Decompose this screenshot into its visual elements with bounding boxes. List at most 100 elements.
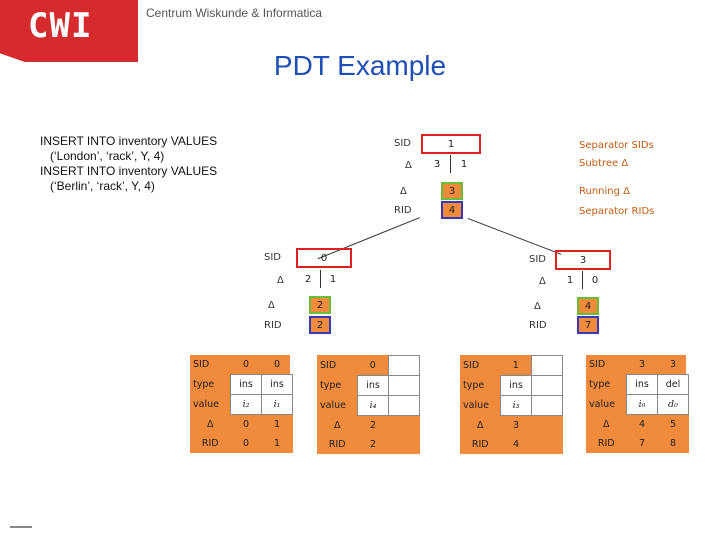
page-title: PDT Example: [273, 50, 447, 81]
sql-line: INSERT INTO inventory VALUES: [40, 164, 218, 178]
root-sid-label: SID: [394, 138, 411, 149]
sql-line: (‘Berlin’, ‘rack’, Y, 4): [40, 179, 155, 193]
leaf-cell: 0: [369, 359, 376, 371]
leaf-cell: 8: [657, 434, 689, 453]
left-sid-label: SID: [264, 252, 281, 263]
leaf-cell: ins: [230, 374, 262, 395]
leaf-sid-label: SID: [320, 360, 337, 371]
leaf-cell: 3: [669, 359, 677, 370]
leaf-value-row: value i₃: [460, 395, 563, 416]
leaf-type-label: type: [589, 379, 611, 390]
right-delta-label: Δ: [539, 276, 546, 287]
leaf-rid-label: RID: [190, 434, 231, 453]
leaf-cell: [388, 415, 420, 435]
leaf-cell: i₀: [626, 394, 658, 415]
leaf-type-label: type: [193, 379, 215, 390]
leaf-delta-label: Δ: [460, 415, 501, 435]
left-separator-rid: 2: [309, 316, 331, 334]
leaf-cell: [388, 375, 420, 396]
leaf-cell: [531, 395, 563, 416]
leaf-cell: 0: [230, 414, 262, 434]
edge-root-right: [467, 218, 562, 255]
right-running-label: Δ: [534, 301, 541, 312]
right-subtree-delta-0: 1: [566, 274, 574, 286]
org-name: Centrum Wiskunde & Informatica: [146, 6, 323, 20]
legend-separator-sids: Separator SIDs: [579, 140, 654, 151]
root-running-label: Δ: [400, 186, 407, 197]
leaf-value-label: value: [193, 399, 219, 410]
leaf-cell: 7: [626, 434, 658, 453]
leaf-cell: 0: [230, 434, 262, 453]
leaf-cell: 3: [638, 359, 646, 370]
leaf-delta-label: Δ: [317, 415, 358, 435]
leaf-cell: 0: [273, 359, 281, 370]
legend-running-delta: Running Δ: [579, 186, 630, 197]
root-rid-label: RID: [394, 205, 412, 216]
leaf-cell: ins: [261, 374, 293, 395]
leaf-type-label: type: [320, 380, 342, 391]
leaf-type-row: type ins: [317, 375, 420, 396]
left-subtree-delta-1: 1: [329, 273, 337, 285]
leaf-value-label: value: [320, 400, 346, 411]
left-subtree-divider: [320, 270, 321, 288]
leaf-type-row: type ins: [460, 375, 563, 396]
leaf-cell: [531, 435, 563, 454]
logo-band: [0, 0, 138, 62]
left-subtree-delta-0: 2: [304, 273, 312, 285]
leaf-cell: 2: [357, 435, 389, 454]
leaf-cell: [531, 415, 563, 435]
leaf-sid-row: SID 1: [460, 355, 563, 376]
left-rid-label: RID: [264, 320, 282, 331]
root-separator-sid: 1: [421, 134, 481, 154]
right-running-delta: 4: [577, 297, 599, 315]
leaf-delta-label: Δ: [586, 414, 627, 434]
left-separator-sid: 0: [296, 248, 352, 268]
leaf-sid-label: SID: [463, 360, 480, 371]
root-subtree-divider: [450, 155, 451, 173]
leaf-cell: [388, 395, 420, 416]
leaf-cell: i₃: [500, 395, 532, 416]
leaf-cell: i₄: [357, 395, 389, 416]
sql-statements: INSERT INTO inventory VALUES (‘London’, …: [40, 134, 217, 194]
leaf-cell: 3: [500, 415, 532, 435]
legend-separator-rids: Separator RIDs: [579, 206, 655, 217]
root-subtree-delta-0: 3: [433, 158, 441, 170]
leaf-cell: 1: [261, 434, 293, 453]
right-rid-label: RID: [529, 320, 547, 331]
leaf-cell: 1: [512, 359, 519, 371]
leaf-value-label: value: [463, 400, 489, 411]
left-running-delta: 2: [309, 296, 331, 314]
logo: CWI: [28, 6, 93, 46]
leaf-cell: ins: [357, 375, 389, 396]
leaf-cell: 1: [261, 414, 293, 434]
sql-line: INSERT INTO inventory VALUES: [40, 134, 218, 148]
leaf-cell: 4: [500, 435, 532, 454]
leaf-rid-label: RID: [460, 435, 501, 454]
leaf-type-label: type: [463, 380, 485, 391]
sql-line: (‘London’, ‘rack’, Y, 4): [40, 149, 165, 163]
leaf-cell: ins: [500, 375, 532, 396]
leaf-cell: 2: [357, 415, 389, 435]
legend-subtree-delta: Subtree Δ: [579, 158, 629, 169]
right-sid-label: SID: [529, 254, 546, 265]
leaf-cell: d₀: [657, 394, 689, 415]
leaf-cell: [531, 355, 563, 376]
leaf-cell: [531, 375, 563, 396]
leaf-rid-label: RID: [586, 434, 627, 453]
leaf-cell: ins: [626, 374, 658, 395]
leaf-sid-row: SID 0: [317, 355, 420, 376]
